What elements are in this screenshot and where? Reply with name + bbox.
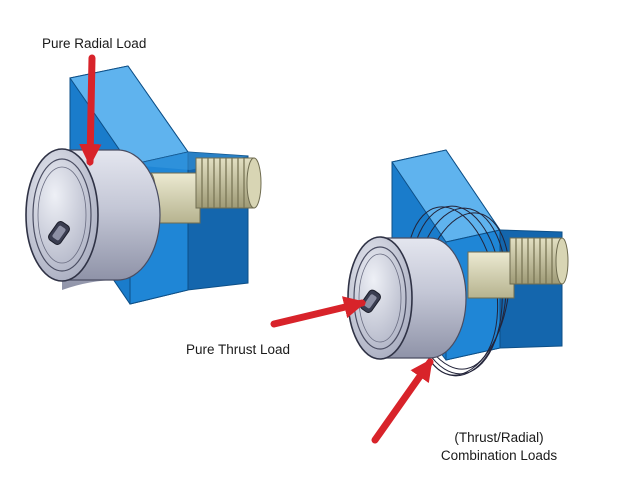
combination-loads-label: (Thrust/Radial) Combination Loads (424, 430, 574, 463)
pure-thrust-arrow (270, 296, 367, 328)
combination-label-line1: (Thrust/Radial) (454, 430, 544, 445)
left-cam-follower (25, 54, 262, 305)
right-cam-follower (270, 149, 569, 444)
left-roller (25, 148, 161, 290)
pure-thrust-load-label: Pure Thrust Load (186, 342, 291, 357)
left-hex-socket-icon (48, 221, 70, 245)
right-stud (467, 237, 569, 299)
pure-radial-arrow (79, 54, 102, 167)
pure-radial-load-label: Pure Radial Load (42, 36, 147, 51)
combination-label-line2: Combination Loads (440, 448, 558, 463)
combination-load-arrow (371, 358, 434, 444)
right-roller (347, 236, 467, 360)
